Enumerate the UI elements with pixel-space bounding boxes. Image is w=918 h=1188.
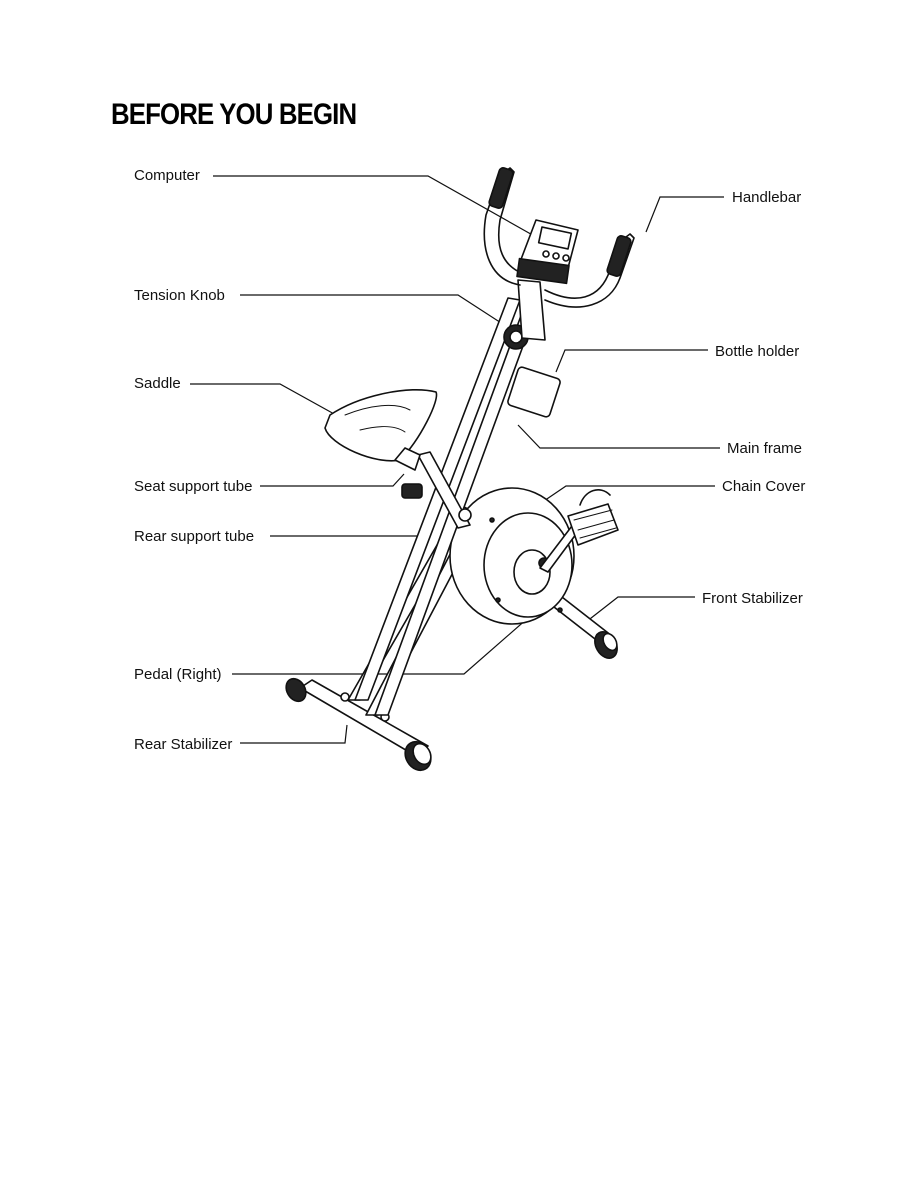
leader-computer [213,175,553,247]
label-rear-stabilizer: Rear Stabilizer [134,736,233,753]
label-computer: Computer [134,167,200,184]
handlebar [483,167,635,308]
label-handlebar: Handlebar [732,189,802,206]
label-seat-support-tube: Seat support tube [134,478,253,495]
leader-saddle [190,383,346,421]
label-front-stabilizer: Front Stabilizer [702,590,803,607]
label-chain-cover: Chain Cover [722,478,806,495]
front-stabilizer [544,589,618,659]
leader-rear-stabilizer [240,724,348,744]
label-rear-support-tube: Rear support tube [134,528,255,545]
rear-stabilizer [285,677,432,772]
leader-tension-knob [240,294,513,331]
label-bottle-holder: Bottle holder [715,343,800,360]
leader-chain-cover [537,485,715,506]
leader-bottle-holder [555,349,708,373]
pivot-bolt [458,508,472,522]
seat-support-tube [401,451,471,529]
leader-rear-support-tube [270,524,431,537]
console-mast [517,279,546,341]
leader-front-stabilizer [585,596,695,623]
computer [516,219,579,285]
label-main-frame: Main frame [727,440,803,457]
saddle [324,389,438,471]
leader-lines [190,175,724,744]
label-tension-knob: Tension Knob [134,287,225,304]
label-pedal-right: Pedal (Right) [134,666,222,683]
bottle-holder [507,366,561,418]
leader-handlebar [645,196,724,233]
page-title: BEFORE YOU BEGIN [111,98,357,131]
label-saddle: Saddle [134,375,181,392]
leader-seat-support-tube [260,473,405,487]
leader-main-frame [517,424,720,449]
pedal-right [539,489,619,573]
